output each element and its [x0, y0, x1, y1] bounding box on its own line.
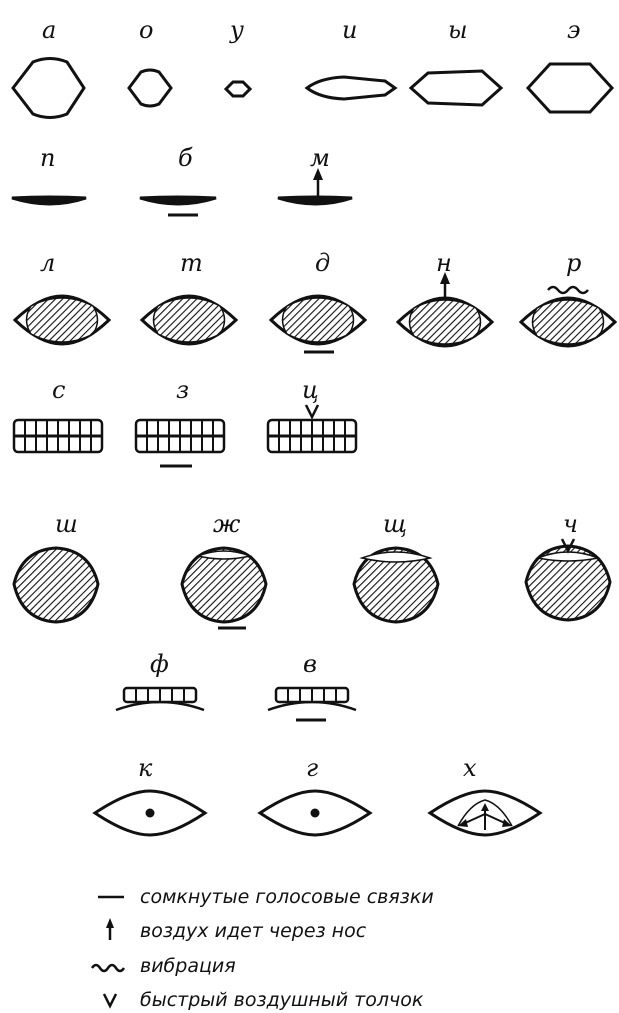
- labiodental-row: ф в: [116, 650, 356, 720]
- label-e: э: [567, 16, 580, 44]
- mouth-kh: [430, 791, 540, 835]
- teeth-lip-f: [116, 688, 204, 710]
- label-r: р: [566, 249, 581, 277]
- label-s: с: [52, 376, 65, 404]
- tongue-r: [521, 298, 615, 346]
- legend-burst-text: быстрый воздушный толчок: [140, 989, 424, 1011]
- labial-row: п б м: [12, 144, 352, 215]
- tongue-ch: [526, 546, 610, 620]
- tongue-sh: [14, 548, 98, 622]
- tongue-zh: [182, 548, 266, 622]
- hushing-row: ш ж щ ч: [14, 510, 610, 628]
- legend-burst-symbol: [104, 994, 116, 1006]
- label-f: ф: [150, 650, 169, 678]
- teeth-ts: [268, 420, 356, 452]
- shape-i: [307, 77, 395, 99]
- tongue-n: [398, 298, 492, 346]
- tongue-l: [15, 296, 109, 344]
- vibration-mark-r: [548, 287, 588, 293]
- legend-nasal-text: воздух идет через нос: [140, 920, 367, 942]
- label-ts: ц: [302, 376, 319, 404]
- legend-vibration-text: вибрация: [140, 955, 236, 977]
- lips-m: [278, 168, 352, 204]
- teeth-s: [14, 420, 102, 452]
- label-a: а: [42, 16, 56, 44]
- shape-a: [13, 59, 84, 118]
- legend-nasal-symbol: [106, 918, 114, 940]
- label-sh: ш: [55, 510, 78, 538]
- label-i: и: [342, 16, 357, 44]
- label-d: д: [315, 249, 330, 277]
- shape-o: [129, 70, 171, 106]
- legend: сомкнутые голосовые связки воздух идет ч…: [92, 886, 434, 1011]
- tongue-t: [142, 296, 236, 344]
- nasal-arrow-m: [313, 168, 323, 196]
- label-m: м: [310, 144, 330, 172]
- label-o: о: [139, 16, 153, 44]
- label-b: б: [178, 144, 193, 172]
- label-g: г: [306, 754, 318, 782]
- label-zh: ж: [213, 510, 241, 538]
- sibilant-row: с з ц: [14, 376, 356, 466]
- label-t: т: [180, 249, 203, 277]
- mouth-g: [260, 791, 370, 835]
- velar-row: к г х: [95, 754, 540, 835]
- tongue-d: [271, 296, 365, 344]
- tongue-shch: [354, 548, 438, 622]
- burst-mark-ts: [306, 405, 318, 417]
- lips-p: [12, 197, 86, 204]
- shape-e: [528, 64, 612, 112]
- label-k: к: [138, 754, 153, 782]
- teeth-z: [136, 420, 224, 452]
- shape-y: [411, 71, 501, 105]
- vowel-row: а о у и ы э: [13, 16, 612, 118]
- label-p: п: [40, 144, 55, 172]
- mouth-k: [95, 791, 205, 835]
- label-shch: щ: [383, 510, 407, 538]
- label-z: з: [176, 376, 189, 404]
- label-v: в: [303, 650, 317, 678]
- label-n: н: [436, 249, 452, 277]
- label-l: л: [40, 249, 55, 277]
- label-y: ы: [448, 16, 468, 44]
- legend-vibration-symbol: [92, 965, 124, 971]
- dental-row: л т д н р: [15, 249, 615, 352]
- label-u: у: [229, 16, 244, 44]
- legend-voiced-text: сомкнутые голосовые связки: [140, 886, 434, 908]
- lips-b: [140, 197, 216, 215]
- label-kh: х: [463, 754, 477, 782]
- teeth-lip-v: [268, 688, 356, 710]
- shape-u: [226, 82, 250, 96]
- label-ch: ч: [563, 510, 578, 538]
